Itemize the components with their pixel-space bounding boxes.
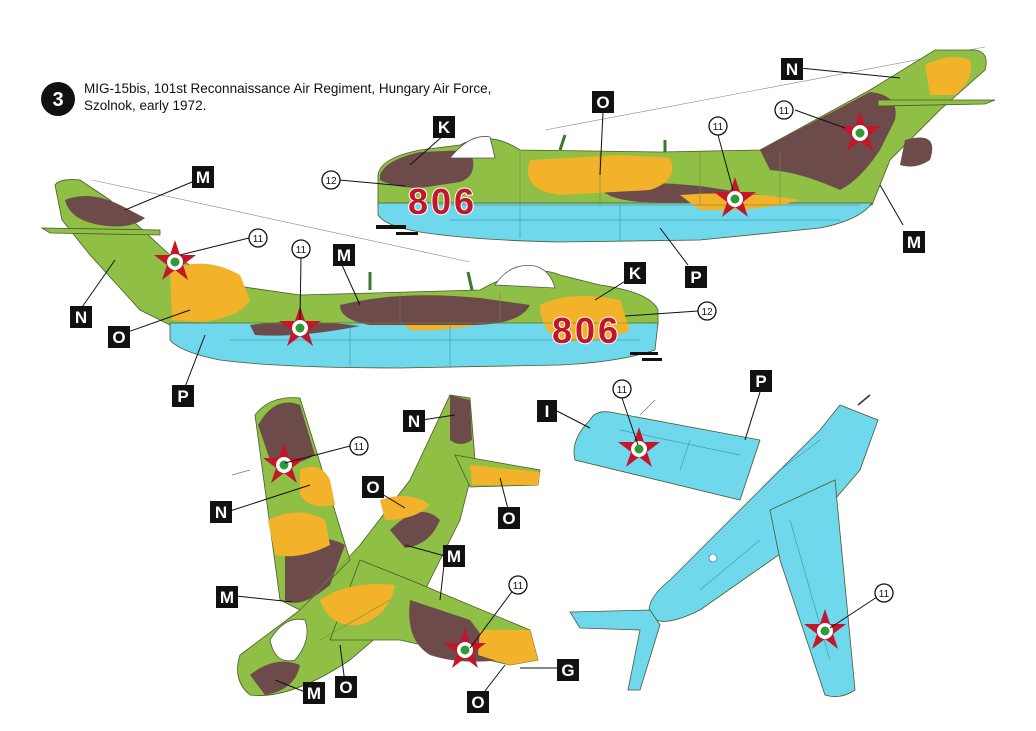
title-line-2: Szolnok, early 1972. xyxy=(84,98,206,113)
callout-O-upper-1: O xyxy=(362,476,384,498)
svg-text:I: I xyxy=(545,402,550,421)
profile-number-badge: 3 xyxy=(41,82,75,116)
svg-text:P: P xyxy=(177,387,188,406)
callout-P-side: P xyxy=(172,385,194,407)
callout-O-upper-3: O xyxy=(335,676,357,698)
callout-N-upper-2: N xyxy=(210,501,232,523)
title-line-1: MIG-15bis, 101st Reconnaissance Air Regi… xyxy=(84,81,491,96)
callout-K-side: K xyxy=(624,262,646,284)
svg-text:K: K xyxy=(438,118,451,137)
svg-text:O: O xyxy=(339,678,352,697)
callout-P-lower: P xyxy=(750,370,772,392)
svg-text:O: O xyxy=(366,478,379,497)
svg-text:M: M xyxy=(307,684,321,703)
callout-O-side: O xyxy=(108,326,130,348)
side-profile-right: 806 xyxy=(376,46,996,243)
svg-text:M: M xyxy=(447,547,461,566)
svg-text:11: 11 xyxy=(713,122,724,133)
svg-text:11: 11 xyxy=(354,442,365,453)
callout-12-side: 12 xyxy=(697,301,717,321)
svg-text:M: M xyxy=(196,168,210,187)
svg-text:O: O xyxy=(596,93,609,112)
callout-11-upper-right-wing: 11 xyxy=(508,575,528,595)
callout-11-upper-left-wing: 11 xyxy=(349,436,369,456)
svg-text:M: M xyxy=(337,246,351,265)
svg-text:O: O xyxy=(471,693,484,712)
svg-text:N: N xyxy=(408,412,420,431)
svg-text:K: K xyxy=(629,264,642,283)
svg-text:M: M xyxy=(220,588,234,607)
svg-text:N: N xyxy=(215,503,227,522)
bottom-view-lower-surface xyxy=(569,394,879,698)
svg-text:G: G xyxy=(561,661,574,680)
svg-text:11: 11 xyxy=(617,385,628,396)
callout-K-top: K xyxy=(433,116,455,138)
callout-M-side: M xyxy=(192,166,214,188)
callout-11-lower-right-wing: 11 xyxy=(874,583,894,603)
svg-text:P: P xyxy=(755,372,766,391)
callout-12-top: 12 xyxy=(321,170,341,190)
top-view-upper-surface xyxy=(231,394,541,696)
callout-M-top: M xyxy=(903,231,925,253)
callout-11-fuselage-side: 11 xyxy=(291,239,311,259)
svg-text:O: O xyxy=(502,509,515,528)
callout-M-upper-2: M xyxy=(216,586,238,608)
svg-text:11: 11 xyxy=(879,589,890,600)
callout-M-side-2: M xyxy=(333,244,355,266)
callout-P-top: P xyxy=(685,266,707,288)
callout-11-lower-left-wing: 11 xyxy=(612,379,632,399)
callout-N-side: N xyxy=(70,306,92,328)
svg-text:12: 12 xyxy=(701,307,713,318)
svg-text:3: 3 xyxy=(52,89,63,111)
callout-11-fin-top: 11 xyxy=(774,100,794,120)
callout-O-upper-2: O xyxy=(498,507,520,529)
svg-text:N: N xyxy=(75,308,87,327)
leader-lines xyxy=(79,67,904,701)
side-profile-left: 806 xyxy=(40,179,662,369)
callout-O-top: O xyxy=(592,91,614,113)
svg-text:11: 11 xyxy=(779,106,790,117)
svg-text:11: 11 xyxy=(296,245,307,256)
callout-G-upper: G xyxy=(557,659,579,681)
svg-text:12: 12 xyxy=(325,176,337,187)
registration-number: 806 xyxy=(408,181,477,222)
svg-text:11: 11 xyxy=(513,581,524,592)
registration-number-left: 806 xyxy=(552,310,621,351)
svg-text:11: 11 xyxy=(253,234,264,245)
svg-text:N: N xyxy=(786,60,798,79)
callout-O-upper-4: O xyxy=(467,691,489,713)
svg-text:O: O xyxy=(112,328,125,347)
svg-text:P: P xyxy=(690,268,701,287)
svg-text:M: M xyxy=(907,233,921,252)
callout-M-upper-3: M xyxy=(303,682,325,704)
callout-N-top: N xyxy=(781,58,803,80)
callout-11-fin-side: 11 xyxy=(248,228,268,248)
callout-11-fuselage-top: 11 xyxy=(708,116,728,136)
callout-N-upper: N xyxy=(403,410,425,432)
callout-M-upper-1: M xyxy=(443,545,465,567)
callout-I-lower: I xyxy=(537,400,557,422)
